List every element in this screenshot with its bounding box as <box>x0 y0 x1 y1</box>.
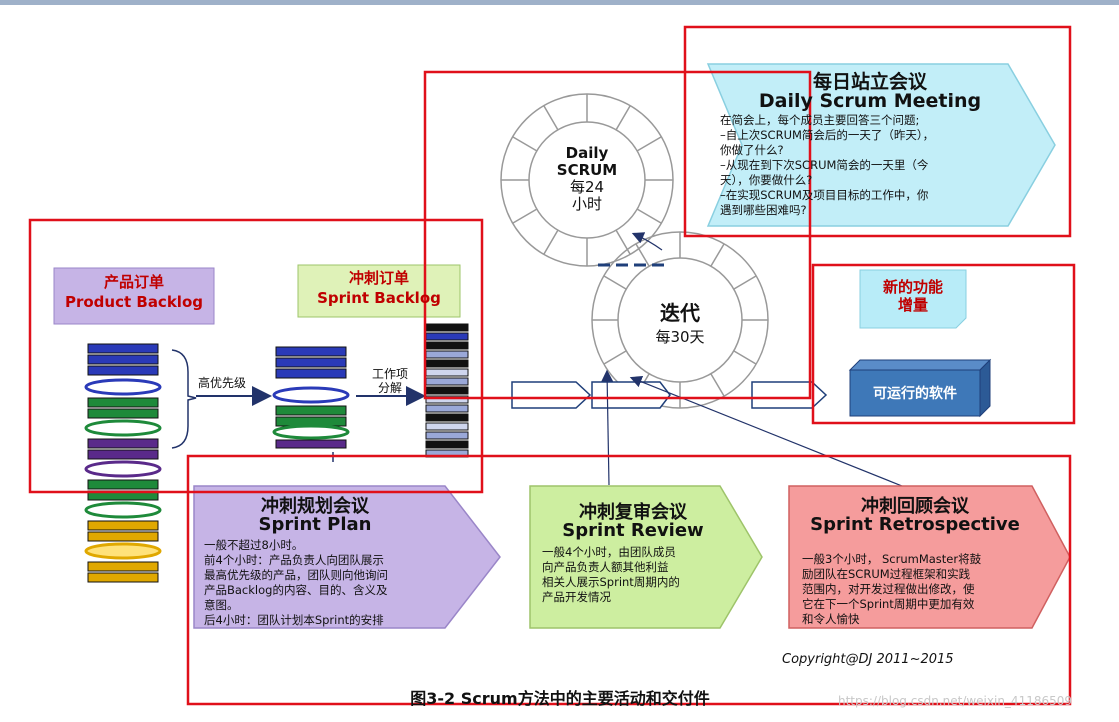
sprint-cycle <box>591 231 769 409</box>
decompose-arrow-label: 工作项 分解 <box>371 367 408 395</box>
product-backlog-stack <box>84 343 162 583</box>
sprint-retro-body: 一般3个小时， ScrumMaster将鼓 励团队在SCRUM过程框架和实践 范… <box>802 552 982 626</box>
sprint-plan-callout <box>193 485 501 629</box>
top-border <box>0 0 1119 5</box>
sprint-review-title-en: Sprint Review <box>562 520 704 541</box>
sprint-plan-title-en: Sprint Plan <box>258 514 372 535</box>
sprint-review-title-cn: 冲刺复审会议 <box>579 502 687 523</box>
cycle-return-arrow <box>631 232 663 251</box>
daily-scrum-callout <box>706 63 1056 227</box>
sprint-retro-title-en: Sprint Retrospective <box>810 514 1020 535</box>
sprint-backlog-label-box <box>297 264 461 318</box>
sprint-retro-callout <box>788 485 1071 629</box>
increment-box <box>859 269 967 329</box>
daily-scrum-title-en: Daily Scrum Meeting <box>758 90 982 112</box>
daily-circle-label: Daily SCRUM 每24 小时 <box>556 144 618 213</box>
sprint-circle-label: 迭代 每30天 <box>655 301 705 346</box>
product-backlog-label-box <box>53 267 215 325</box>
daily-scrum-body: 在简会上，每个成员主要回答三个问题; –自上次SCRUM简会后的一天了（昨天），… <box>720 113 935 217</box>
process-chevron <box>511 381 592 409</box>
process-chevron <box>591 381 671 409</box>
work-item-stack <box>425 323 469 458</box>
process-chevron <box>751 381 828 409</box>
daily-scrum-title-cn: 每日站立会议 <box>812 71 927 93</box>
sprint-review-callout <box>529 485 763 629</box>
priority-arrow-label: 高优先级 <box>198 376 247 390</box>
increment-label: 新的功能 增量 <box>882 278 943 314</box>
sprint-backlog-stack <box>272 346 350 449</box>
sprint-plan-title-cn: 冲刺规划会议 <box>261 496 369 517</box>
review-connector <box>601 369 614 486</box>
backlog-bracket <box>171 349 197 449</box>
retro-connector <box>629 375 913 491</box>
software-box <box>848 358 992 418</box>
software-label: 可运行的软件 <box>873 386 957 402</box>
daily-scrum-cycle <box>500 93 674 267</box>
annotation-frames <box>28 25 1076 706</box>
product-backlog-label: 产品订单 Product Backlog <box>64 273 203 311</box>
sprint-backlog-label: 冲刺订单 Sprint Backlog <box>317 269 441 307</box>
copyright: Copyright@DJ 2011~2015 <box>782 652 954 667</box>
sprint-review-body: 一般4个小时，由团队成员 向产品负责人额其他利益 相关人展示Sprint周期内的… <box>542 545 680 604</box>
figure-caption: 图3-2 Scrum方法中的主要活动和交付件 <box>410 689 710 708</box>
sprint-retro-title-cn: 冲刺回顾会议 <box>861 496 969 517</box>
watermark: https://blog.csdn.net/weixin_41186509 <box>838 694 1073 708</box>
sprint-plan-body: 一般不超过8小时。 前4个小时：产品负责人向团队展示 最高优先级的产品，团队则向… <box>204 538 388 627</box>
